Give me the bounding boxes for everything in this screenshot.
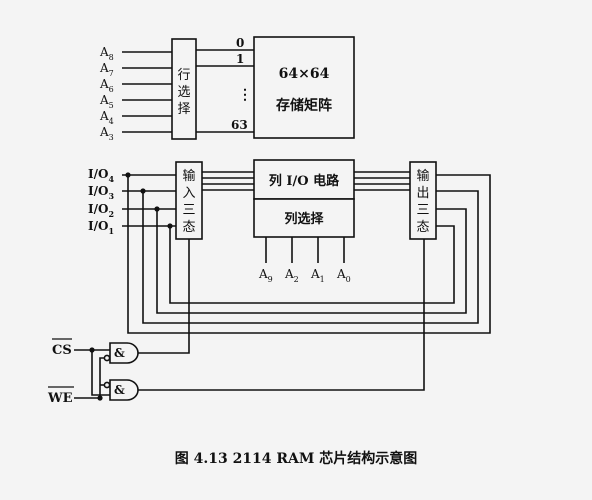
io-pin-label-2: I/O2: [88, 202, 114, 219]
row-number-0: 0: [236, 36, 244, 50]
col-select-label: 列选择: [284, 211, 324, 227]
gate-symbol-lower: &: [114, 383, 125, 397]
row-number-63: 63: [231, 118, 248, 132]
row-select-char-1: 行: [177, 68, 190, 83]
input-tristate-char-2: 入: [182, 186, 195, 201]
row-number-dots: ⋮: [238, 87, 252, 103]
col-select-box: [253, 198, 355, 238]
col-address-label-a2: A2: [284, 267, 299, 284]
row-number-1: 1: [236, 52, 244, 66]
io-pin-label-1: I/O1: [88, 219, 114, 236]
io-pin-label-3: I/O3: [88, 184, 114, 201]
we-label: WE: [47, 391, 73, 406]
io-pin-label-4: I/O4: [88, 167, 114, 184]
figure-caption: 图 4.13 2114 RAM 芯片结构示意图: [174, 451, 418, 467]
output-tristate-char-1: 输: [416, 168, 429, 184]
row-address-label-a7: A7: [99, 61, 114, 78]
col-address-label-a0: A0: [336, 267, 351, 284]
gate-symbol-upper: &: [114, 346, 125, 360]
output-tristate-char-3: 三: [416, 203, 429, 218]
matrix-name-label: 存储矩阵: [276, 97, 332, 114]
output-tristate-char-4: 态: [416, 220, 429, 235]
input-tristate-char-3: 三: [182, 203, 195, 218]
col-address-label-a1: A1: [310, 267, 325, 284]
input-tristate-char-1: 输: [182, 168, 195, 184]
row-address-label-a5: A5: [99, 93, 114, 110]
col-io-label: 列 I/O 电路: [269, 173, 340, 189]
row-select-box: [171, 38, 197, 140]
storage-matrix-box: [253, 36, 355, 139]
row-address-label-a8: A8: [99, 45, 114, 62]
col-address-label-a9: A9: [258, 267, 273, 284]
cs-label: CS: [52, 343, 72, 358]
and-gate-output-enable: [109, 379, 139, 401]
row-address-label-a3: A3: [99, 125, 114, 142]
row-select-char-3: 择: [177, 102, 190, 117]
junction-dots: [89, 172, 173, 401]
output-tristate-box: [409, 161, 437, 240]
output-tristate-char-2: 出: [416, 186, 429, 201]
and-gate-input-enable: [109, 342, 139, 364]
row-address-label-a6: A6: [99, 77, 114, 94]
input-tristate-char-4: 态: [182, 220, 195, 235]
row-select-char-2: 选: [177, 85, 190, 100]
matrix-size-label: 64×64: [279, 66, 330, 82]
row-address-label-a4: A4: [99, 109, 114, 126]
